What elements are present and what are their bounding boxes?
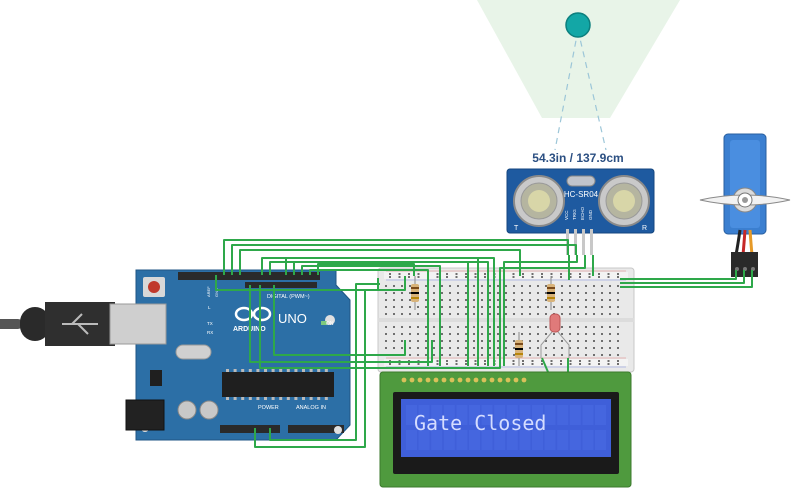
jumper-wires[interactable]	[215, 239, 753, 448]
rx-label: RX	[207, 330, 213, 335]
sensor-pin-gnd: GND	[588, 209, 593, 220]
l-label: L	[208, 305, 211, 310]
aref-label: AREF	[206, 286, 211, 297]
arduino-model-label: UNO	[278, 311, 307, 326]
sensor-side-t: T	[514, 225, 519, 232]
resistor[interactable]	[547, 276, 555, 310]
analog-header-label: ANALOG IN	[296, 405, 326, 411]
sensor-pin-vcc: VCC	[564, 210, 569, 220]
resistor[interactable]	[515, 332, 523, 366]
distance-readout: 54.3in / 137.9cm	[532, 151, 623, 165]
digital-header-label: DIGITAL (PWM~)	[267, 294, 310, 300]
on-label: ON	[326, 321, 334, 327]
usb-cable[interactable]	[0, 302, 167, 346]
lcd-display[interactable]: Gate Closed	[379, 371, 632, 488]
tx-label: TX	[207, 321, 213, 326]
led[interactable]	[540, 313, 570, 358]
lcd-text: Gate Closed	[414, 411, 546, 435]
arduino-uno[interactable]: ARDUINO UNO DIGITAL (PWM~) ANALOG IN POW…	[135, 269, 351, 441]
servo-motor[interactable]	[699, 133, 791, 277]
sensor-pin-echo: ECHO	[580, 206, 585, 220]
power-jack[interactable]	[125, 399, 165, 431]
ultrasonic-sensor[interactable]: HC-SR04 T R VCC TRIG ECHO GND	[506, 168, 655, 255]
sensor-side-r: R	[642, 225, 647, 232]
usb-icon	[62, 313, 98, 335]
power-header-label: POWER	[258, 405, 279, 411]
arduino-logo	[234, 306, 272, 322]
breadboard[interactable]	[377, 267, 635, 373]
sensor-pin-trig: TRIG	[572, 209, 577, 220]
sensor-model-label: HC-SR04	[564, 190, 599, 199]
resistor[interactable]	[411, 276, 419, 310]
target-object[interactable]	[565, 12, 591, 38]
sensor-beam	[477, 0, 680, 151]
gnd-label: GND	[214, 288, 219, 297]
